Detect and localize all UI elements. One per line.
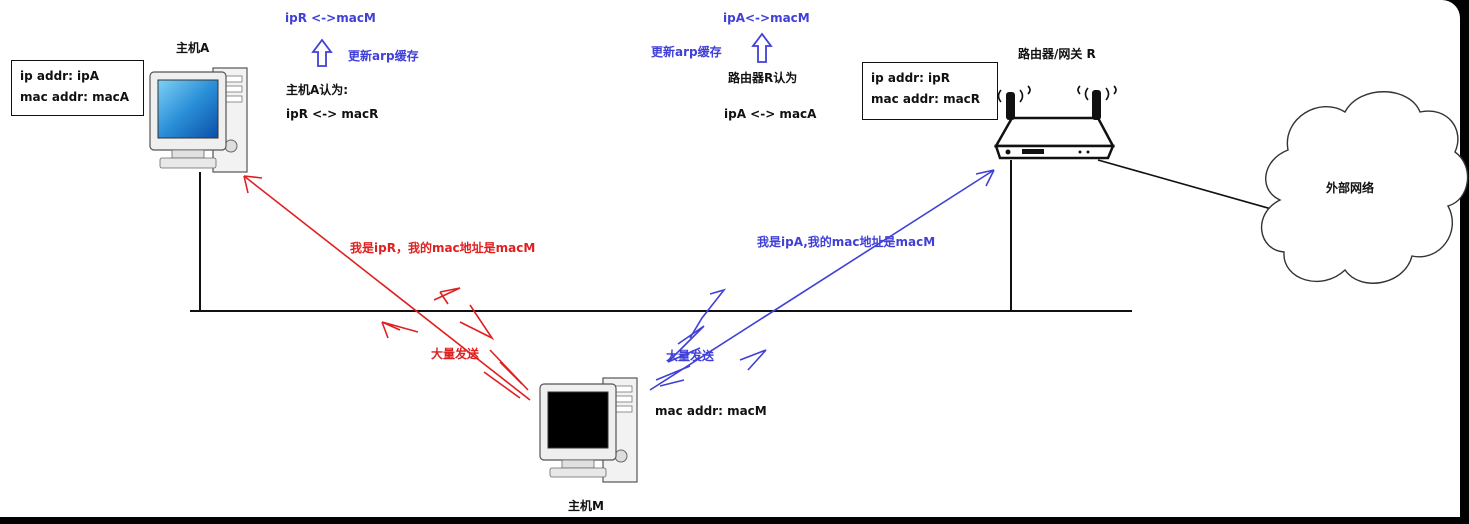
spoof-arrow-to-router <box>649 169 995 391</box>
host-a-believe-title: 主机A认为: <box>286 83 349 97</box>
attack-to-r-flood-label: 大量发送 <box>666 349 715 363</box>
host-a-believe-value: ipR <-> macR <box>286 107 379 121</box>
host-a-update-label: 更新arp缓存 <box>348 49 419 63</box>
update-arrow-r-icon <box>751 32 773 63</box>
host-m-title: 主机M <box>568 499 604 513</box>
router-believe-title: 路由器R认为 <box>728 71 798 85</box>
host-a-ip: ip addr: ipA <box>20 69 100 83</box>
external-network-cloud-icon <box>1261 91 1469 284</box>
external-network-label: 外部网络 <box>1326 181 1375 195</box>
spoof-arrow-to-a <box>243 175 531 401</box>
host-m-mac: mac addr: macM <box>655 404 767 418</box>
router-ip: ip addr: ipR <box>871 71 950 85</box>
router-icon <box>993 85 1117 160</box>
router-update-label: 更新arp缓存 <box>651 45 722 59</box>
router-mac: mac addr: macR <box>871 92 981 106</box>
router-address-box: ip addr: ipR mac addr: macR <box>862 62 998 120</box>
host-a-updated-mapping: ipR <->macM <box>285 11 376 25</box>
attack-to-r-message: 我是ipA,我的mac地址是macM <box>757 235 936 249</box>
router-title: 路由器/网关 R <box>1018 47 1096 61</box>
host-a-title: 主机A <box>176 41 210 55</box>
attack-to-a-message: 我是ipR，我的mac地址是macM <box>350 241 536 255</box>
attack-to-a-flood-label: 大量发送 <box>431 347 480 361</box>
router-cloud-link <box>1097 159 1276 211</box>
host-a-computer-icon <box>149 67 248 173</box>
update-arrow-a-icon <box>311 38 333 67</box>
host-a-mac: mac addr: macA <box>20 90 130 104</box>
host-a-address-box: ip addr: ipA mac addr: macA <box>11 60 144 116</box>
host-m-computer-icon <box>539 377 638 483</box>
network-bus <box>190 160 1132 312</box>
router-updated-mapping: ipA<->macM <box>723 11 810 25</box>
router-believe-value: ipA <-> macA <box>724 107 817 121</box>
